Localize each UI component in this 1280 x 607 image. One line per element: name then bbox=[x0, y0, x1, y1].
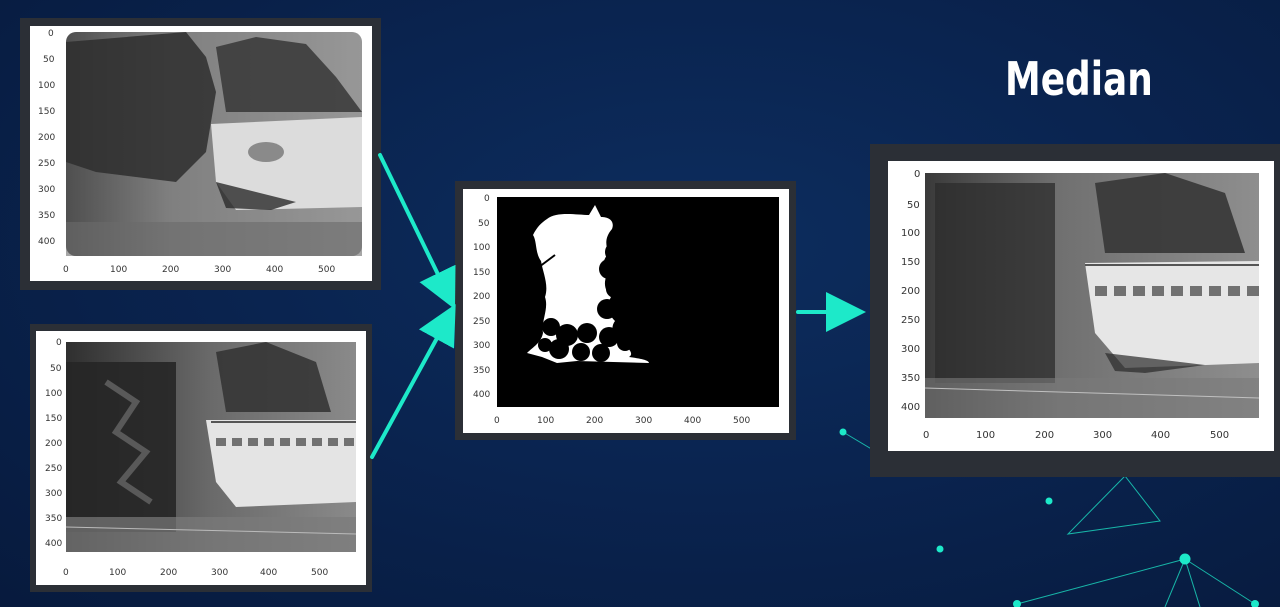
x-tick: 400 bbox=[1151, 430, 1170, 441]
x-tick: 300 bbox=[211, 568, 228, 578]
plot-original-frame: 0 50 100 150 200 250 300 350 400 0 100 2… bbox=[45, 338, 357, 578]
x-tick: 400 bbox=[266, 265, 283, 275]
y-tick: 300 bbox=[901, 344, 920, 355]
network-node bbox=[839, 428, 847, 436]
y-tick: 0 bbox=[484, 194, 490, 204]
y-tick: 150 bbox=[473, 268, 490, 278]
x-tick: 100 bbox=[537, 416, 554, 426]
x-tick: 100 bbox=[109, 568, 126, 578]
y-tick: 250 bbox=[38, 159, 55, 169]
network-node bbox=[1179, 553, 1191, 565]
x-tick: 100 bbox=[976, 430, 995, 441]
y-tick: 100 bbox=[45, 389, 62, 399]
y-tick: 200 bbox=[473, 292, 490, 302]
network-node bbox=[1251, 600, 1259, 607]
y-tick: 100 bbox=[38, 81, 55, 91]
x-tick: 300 bbox=[214, 265, 231, 275]
y-tick: 300 bbox=[473, 341, 490, 351]
plot-frame-mask: 0 50 100 150 200 250 300 350 400 0 100 2… bbox=[455, 181, 796, 440]
plot-paper: 0 50 100 150 200 250 300 350 400 0 100 2… bbox=[463, 189, 789, 433]
y-tick: 400 bbox=[473, 390, 490, 400]
y-tick: 200 bbox=[901, 286, 920, 297]
arrow-frame-to-mask bbox=[370, 303, 456, 459]
network-node bbox=[936, 545, 944, 553]
y-tick: 100 bbox=[901, 228, 920, 239]
y-tick: 50 bbox=[50, 364, 62, 374]
y-tick: 250 bbox=[45, 464, 62, 474]
network-node bbox=[1013, 600, 1021, 607]
y-tick: 150 bbox=[38, 107, 55, 117]
y-tick: 200 bbox=[38, 133, 55, 143]
x-tick: 0 bbox=[63, 265, 69, 275]
y-tick: 400 bbox=[901, 402, 920, 413]
x-tick: 0 bbox=[63, 568, 69, 578]
y-tick: 0 bbox=[914, 169, 920, 180]
plot-paper: 0 50 100 150 200 250 300 350 400 0 100 2… bbox=[30, 26, 372, 281]
x-tick: 200 bbox=[1035, 430, 1054, 441]
y-tick: 150 bbox=[901, 257, 920, 268]
network-node bbox=[1045, 497, 1053, 505]
plot-binary-mask: 0 50 100 150 200 250 300 350 400 0 100 2… bbox=[473, 194, 779, 426]
y-tick: 400 bbox=[38, 237, 55, 247]
x-tick: 200 bbox=[586, 416, 603, 426]
x-tick: 0 bbox=[494, 416, 500, 426]
y-tick: 250 bbox=[473, 317, 490, 327]
y-tick: 300 bbox=[38, 185, 55, 195]
plot-frame-median: 0 50 100 150 200 250 300 350 400 0 100 2… bbox=[870, 144, 1280, 477]
y-tick: 100 bbox=[473, 243, 490, 253]
plot-background-estimate: 0 50 100 150 200 250 300 350 400 0 100 2… bbox=[38, 29, 362, 275]
plot-median-result: 0 50 100 150 200 250 300 350 400 0 100 2… bbox=[901, 169, 1260, 441]
y-tick: 150 bbox=[45, 414, 62, 424]
plot-frame-background: 0 50 100 150 200 250 300 350 400 0 100 2… bbox=[20, 18, 381, 290]
x-tick: 100 bbox=[110, 265, 127, 275]
y-tick: 200 bbox=[45, 439, 62, 449]
y-tick: 350 bbox=[901, 373, 920, 384]
y-tick: 350 bbox=[473, 366, 490, 376]
y-tick: 350 bbox=[38, 211, 55, 221]
plot-paper: 0 50 100 150 200 250 300 350 400 0 100 2… bbox=[888, 161, 1274, 451]
x-tick: 300 bbox=[1093, 430, 1112, 441]
x-tick: 400 bbox=[684, 416, 701, 426]
x-tick: 300 bbox=[635, 416, 652, 426]
y-tick: 300 bbox=[45, 489, 62, 499]
x-tick: 500 bbox=[733, 416, 750, 426]
x-tick: 500 bbox=[311, 568, 328, 578]
arrow-background-to-mask bbox=[378, 153, 456, 310]
plot-paper: 0 50 100 150 200 250 300 350 400 0 100 2… bbox=[36, 331, 366, 585]
y-tick: 350 bbox=[45, 514, 62, 524]
y-tick: 50 bbox=[907, 200, 920, 211]
y-tick: 0 bbox=[56, 338, 62, 348]
x-tick: 0 bbox=[923, 430, 929, 441]
plot-frame-original: 0 50 100 150 200 250 300 350 400 0 100 2… bbox=[30, 324, 372, 592]
x-tick: 500 bbox=[318, 265, 335, 275]
x-tick: 200 bbox=[160, 568, 177, 578]
x-tick: 400 bbox=[260, 568, 277, 578]
y-tick: 0 bbox=[48, 29, 54, 39]
x-tick: 500 bbox=[1210, 430, 1229, 441]
x-tick: 200 bbox=[162, 265, 179, 275]
y-tick: 50 bbox=[478, 219, 490, 229]
y-tick: 250 bbox=[901, 315, 920, 326]
y-tick: 400 bbox=[45, 539, 62, 549]
y-tick: 50 bbox=[43, 55, 55, 65]
